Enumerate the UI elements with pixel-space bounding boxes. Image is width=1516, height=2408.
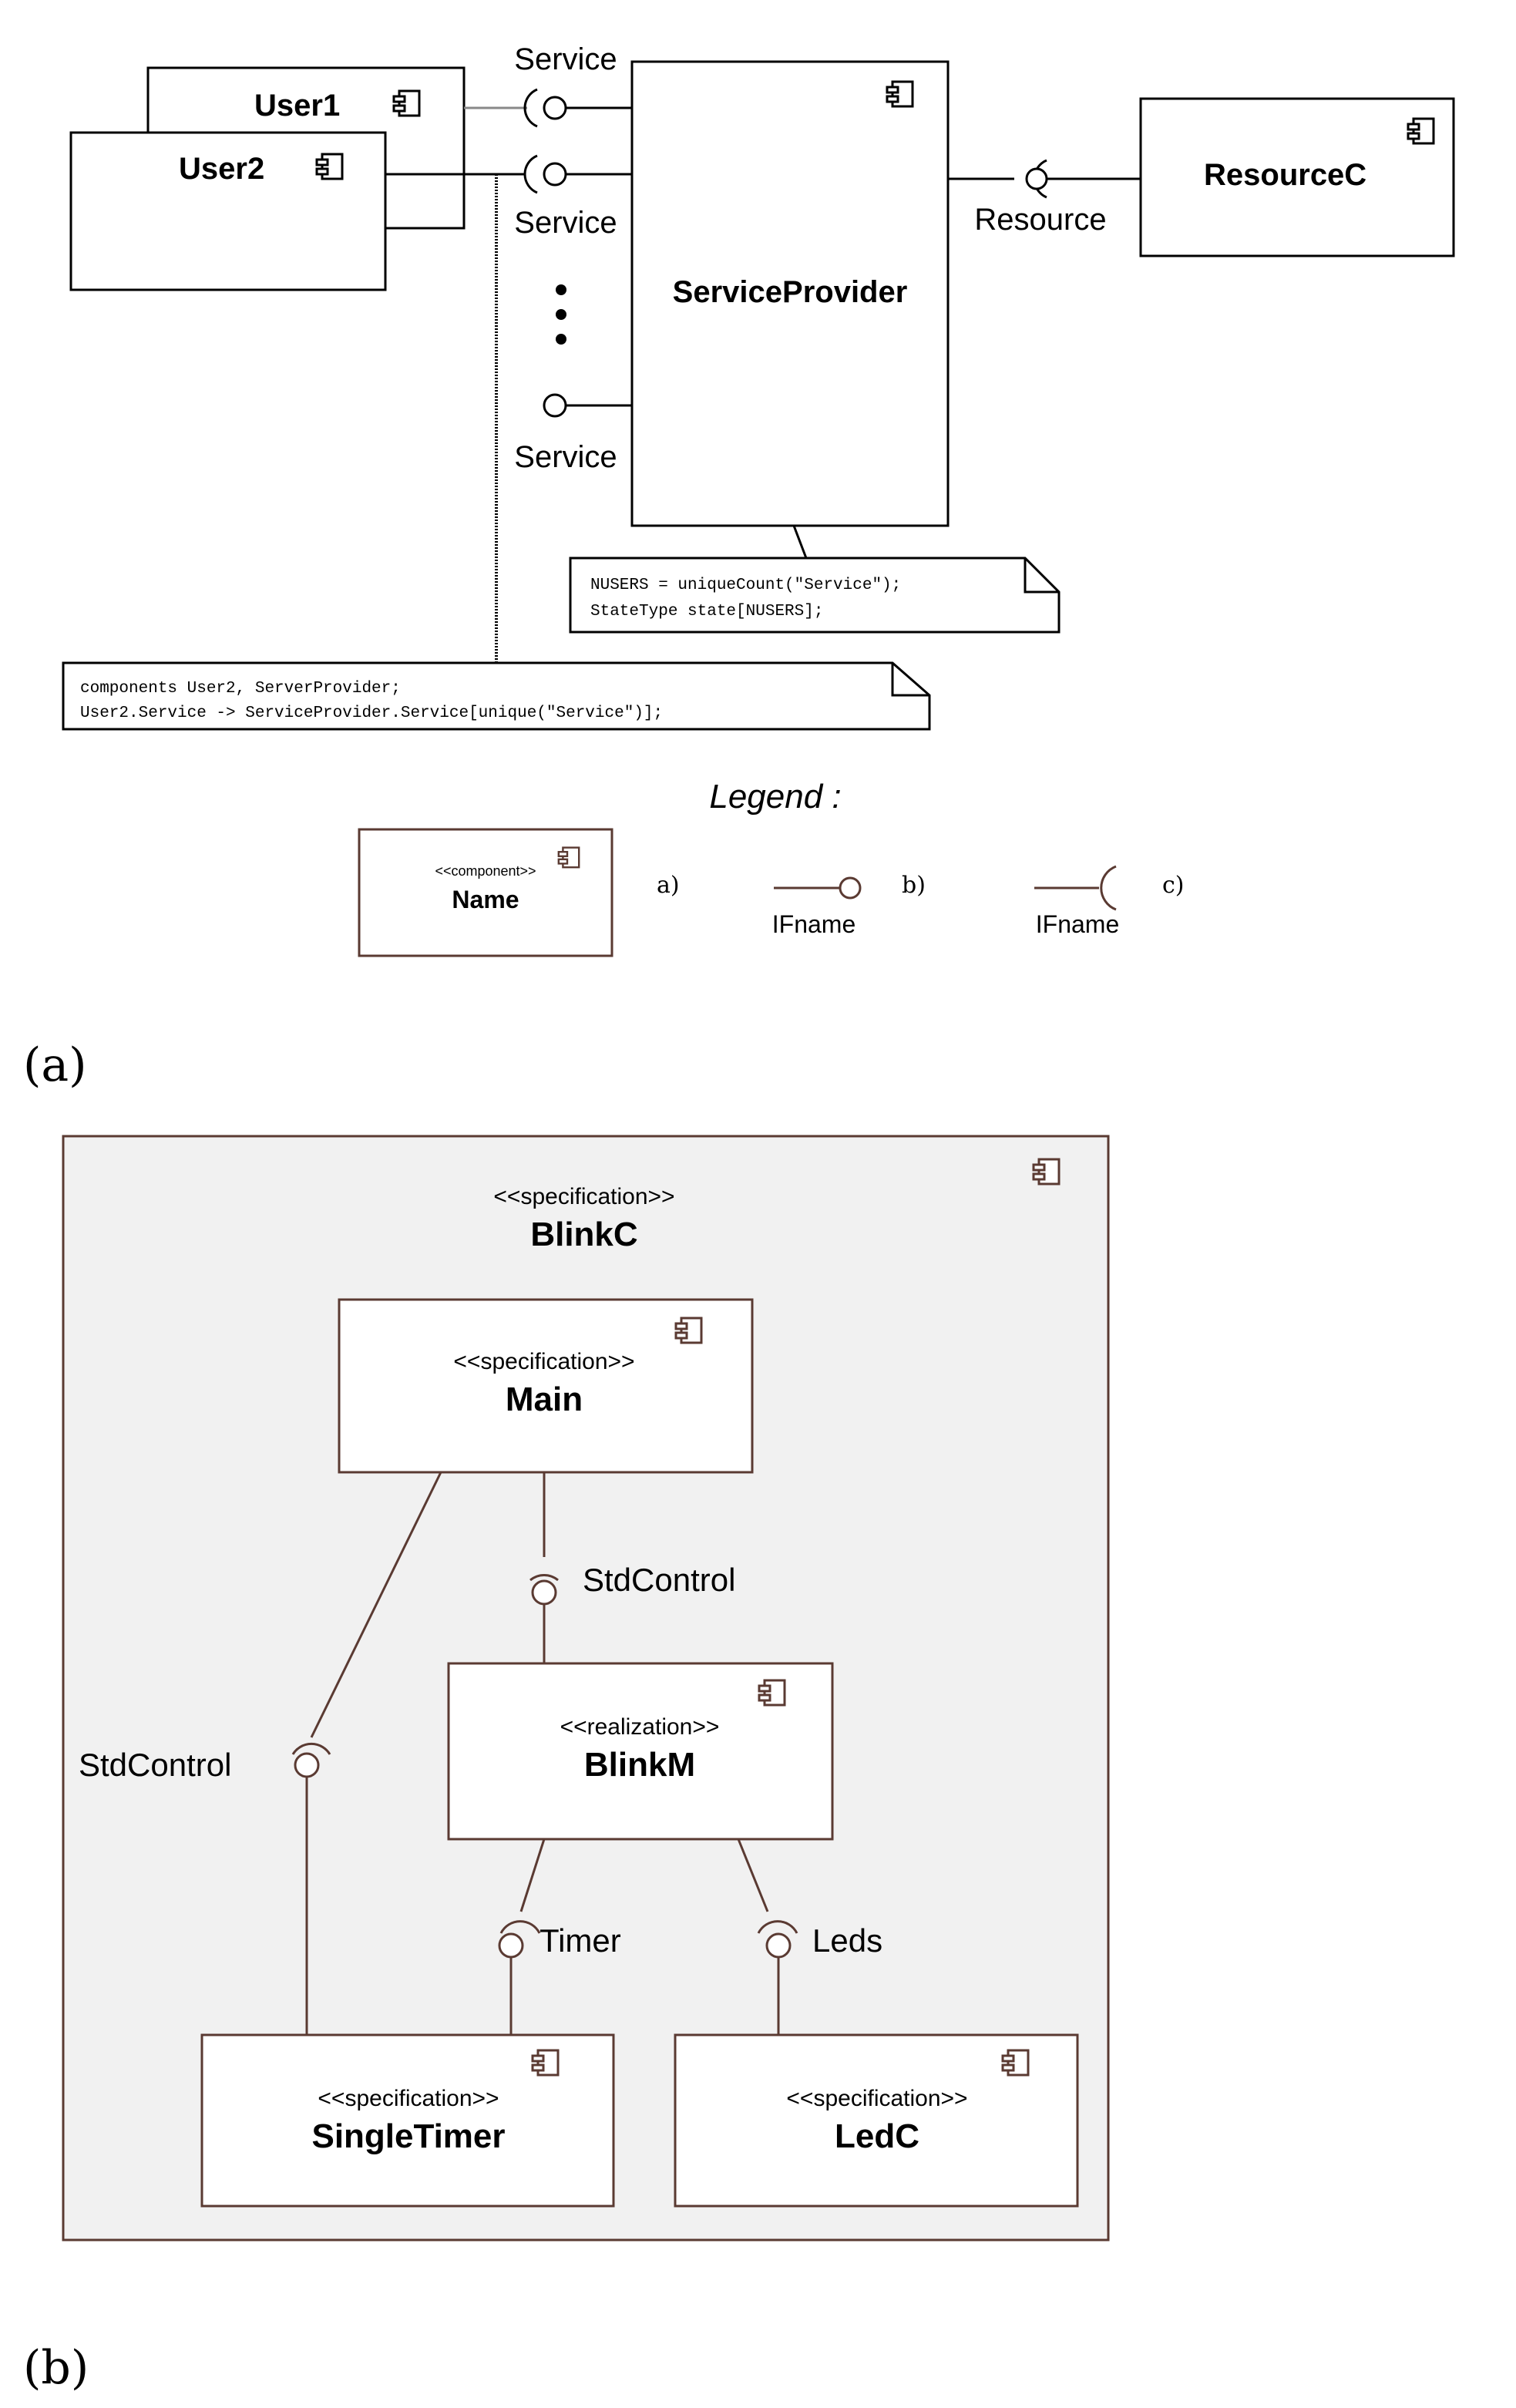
service-label-top: Service (514, 42, 617, 76)
resourcec-component (1139, 97, 1455, 257)
stdcontrol-center-label: StdControl (583, 1562, 735, 1598)
legend-component-stereotype: <<component>> (435, 863, 536, 879)
figure-a-caption: (a) (23, 1038, 87, 1092)
service-provider-component (630, 60, 950, 527)
wiring-note-line-2: User2.Service -> ServiceProvider.Service… (80, 705, 663, 722)
singletimer-name: SingleTimer (311, 2117, 505, 2155)
ledc-name: LedC (835, 2117, 919, 2155)
blinkm-stereotype: <<realization>> (560, 1714, 720, 1740)
legend-iface-b: IFname (772, 910, 855, 938)
singletimer-stereotype: <<specification>> (318, 2086, 499, 2111)
legend-item-a: a) (657, 872, 680, 899)
service-label-bottom: Service (514, 440, 617, 474)
legend-item-c: c) (1162, 872, 1185, 899)
blinkc-stereotype: <<specification>> (493, 1184, 674, 1209)
blinkm-name: BlinkM (584, 1746, 695, 1784)
provider-note-line-1: NUSERS = uniqueCount("Service"); (590, 577, 901, 594)
ledc-stereotype: <<specification>> (786, 2086, 967, 2111)
legend-iface-c: IFname (1036, 910, 1119, 938)
main-name: Main (506, 1381, 583, 1418)
provider-note (569, 557, 1061, 634)
figure-b (62, 1135, 1110, 2242)
service-label-middle: Service (514, 206, 617, 240)
stdcontrol-left-label: StdControl (79, 1747, 231, 1783)
blinkc-name: BlinkC (530, 1216, 637, 1253)
figure-b-caption: (b) (23, 2341, 89, 2395)
service-provider-label: ServiceProvider (673, 275, 908, 309)
wiring-note-line-1: components User2, ServerProvider; (80, 680, 401, 698)
main-stereotype: <<specification>> (453, 1349, 634, 1374)
user1-label: User1 (254, 89, 340, 123)
legend-item-b: b) (902, 872, 926, 899)
leds-label: Leds (812, 1922, 882, 1959)
legend-title: Legend : (709, 778, 841, 816)
wiring-note (62, 661, 931, 731)
resourcec-label: ResourceC (1204, 158, 1366, 192)
provider-note-line-2: StateType state[NUSERS]; (590, 603, 823, 620)
legend-component-name: Name (452, 886, 519, 913)
resource-label: Resource (974, 203, 1106, 237)
timer-label: Timer (540, 1922, 621, 1959)
user2-label: User2 (179, 152, 264, 186)
figure-a (62, 60, 1455, 957)
